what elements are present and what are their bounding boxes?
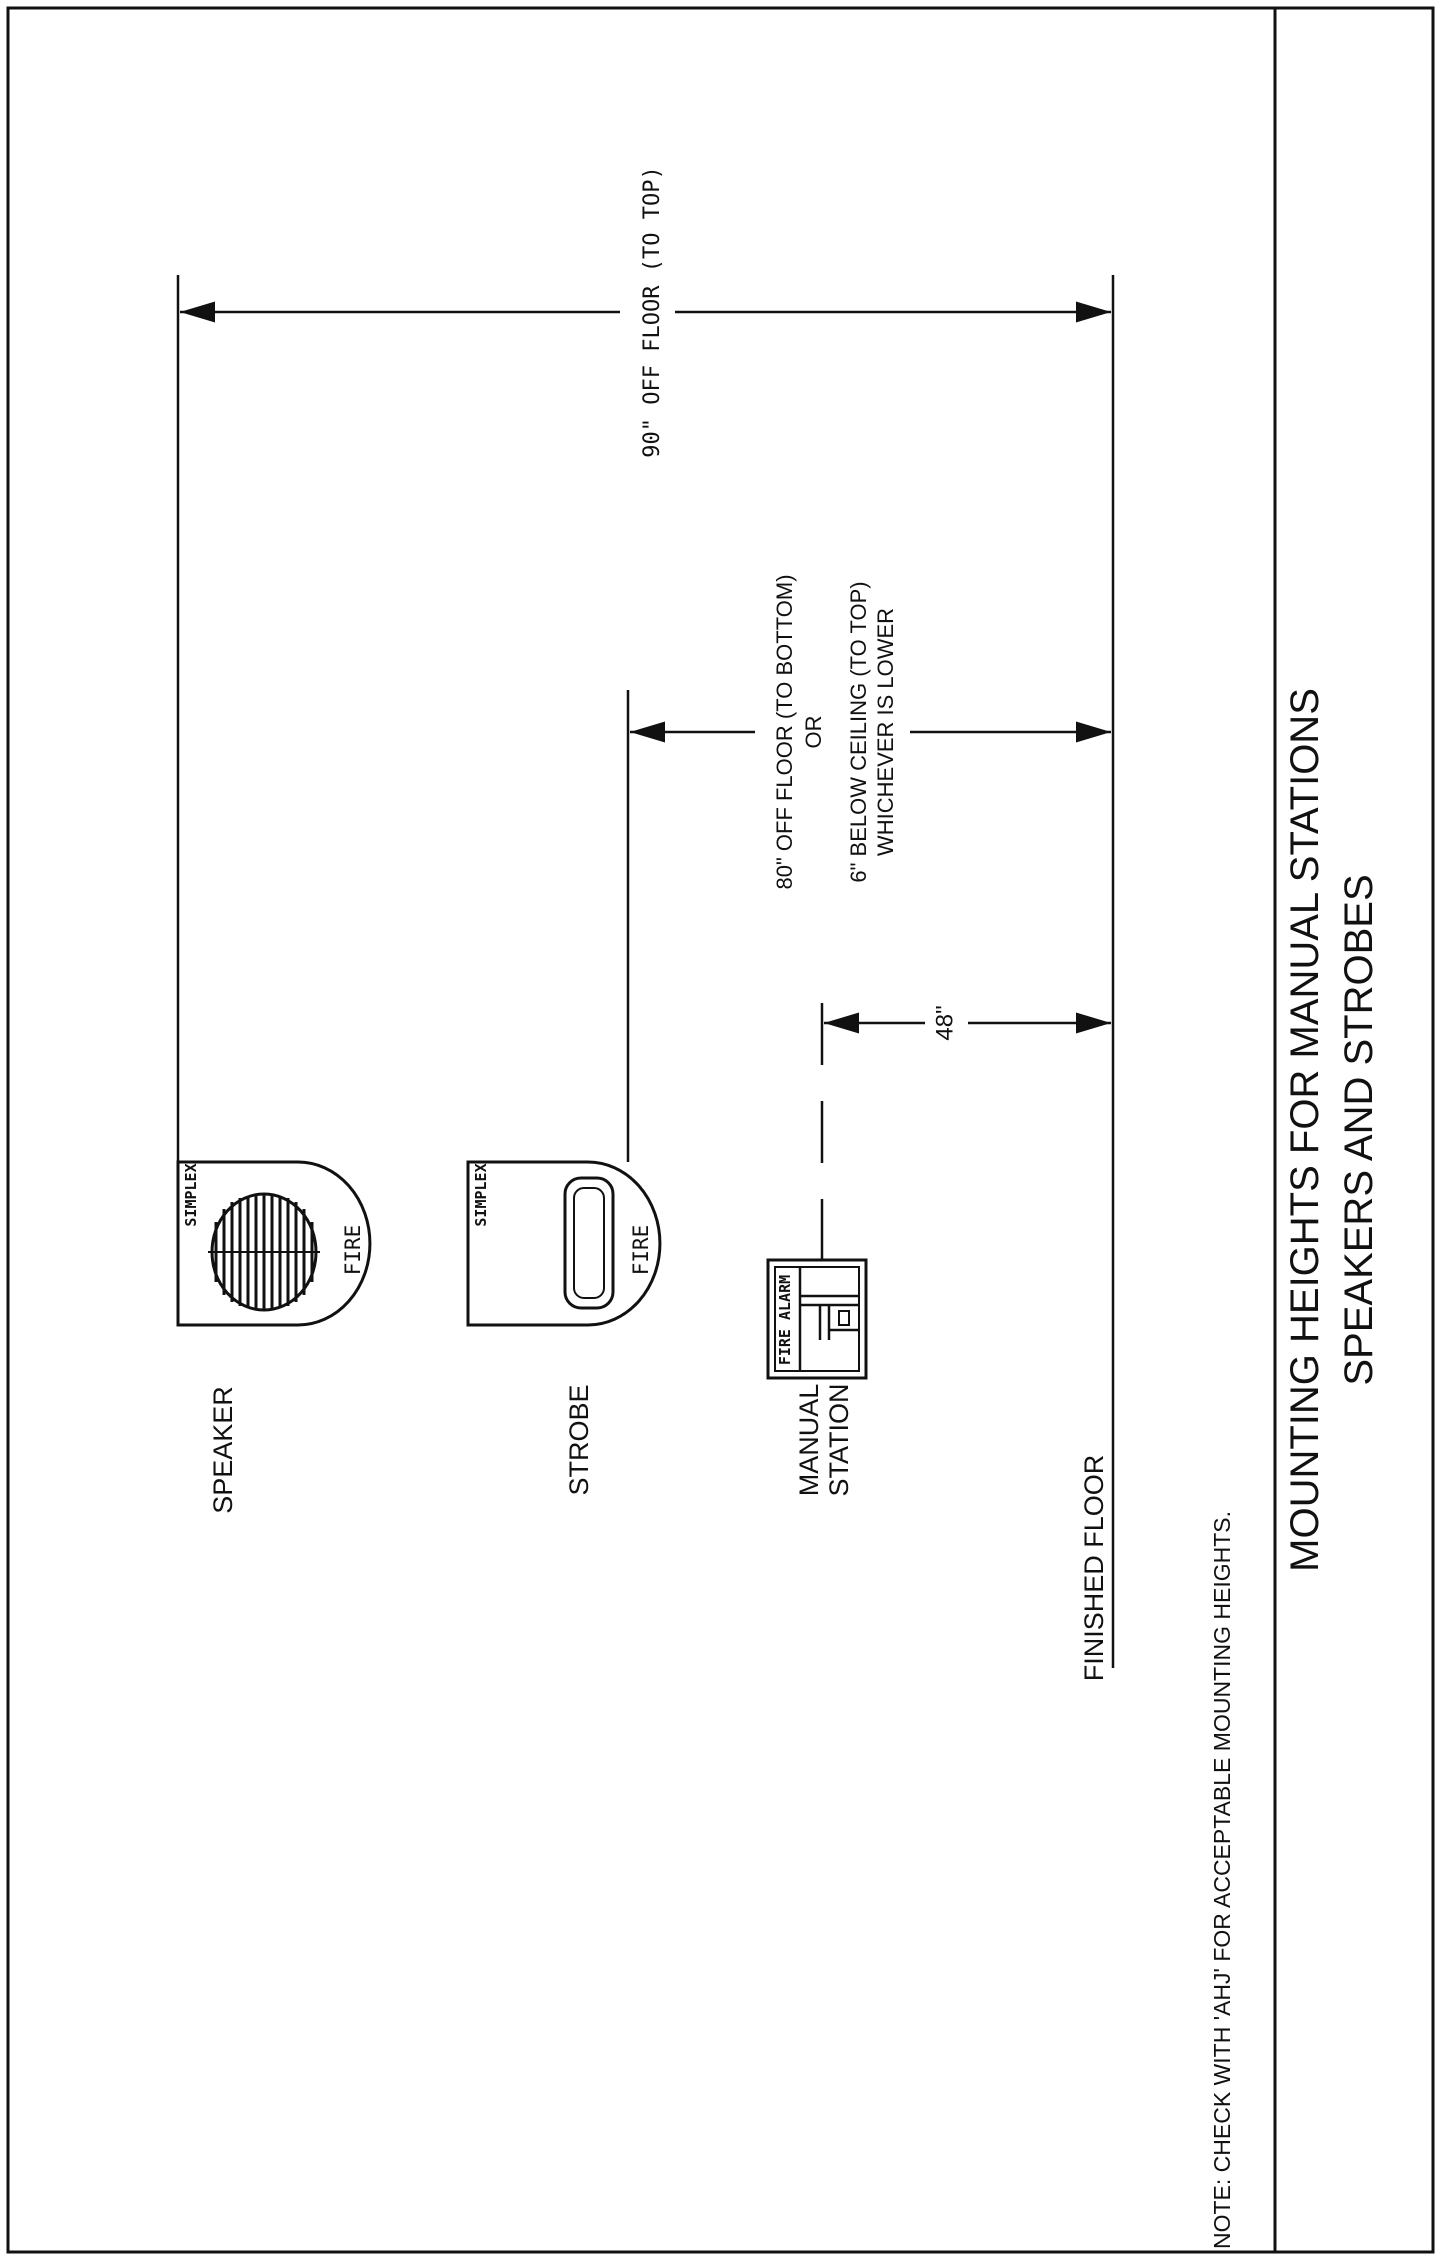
title-line-1: MOUNTING HEIGHTS FOR MANUAL STATIONS: [1283, 688, 1327, 1572]
strobe-dimension-line-1: 80" OFF FLOOR (TO BOTTOM): [772, 574, 797, 889]
label-finished-floor: FINISHED FLOOR: [1079, 1455, 1109, 1682]
speaker-device: SIMPLEX FIRE: [176, 1160, 372, 1327]
strobe-dimension-line-4: WHICHEVER IS LOWER: [873, 608, 898, 856]
label-manual-line-1: MANUAL: [794, 1384, 824, 1497]
title-block: MOUNTING HEIGHTS FOR MANUAL STATIONS SPE…: [1283, 688, 1381, 1572]
label-manual-line-2: STATION: [824, 1384, 854, 1497]
manual-station-fire-alarm-text: FIRE ALARM: [776, 1275, 794, 1365]
strobe-dimension-line-3: 6" BELOW CEILING (TO TOP): [846, 581, 871, 882]
strobe-lens: [563, 1176, 615, 1310]
strobe-fire-text: FIRE: [629, 1225, 653, 1276]
strobe-brand: SIMPLEX: [472, 1163, 490, 1226]
label-speaker: SPEAKER: [208, 1386, 238, 1514]
speaker-brand: SIMPLEX: [182, 1163, 200, 1226]
speaker-fire-text: FIRE: [341, 1225, 365, 1276]
note-text: NOTE: CHECK WITH 'AHJ' FOR ACCEPTABLE MO…: [1209, 1511, 1235, 2249]
manual-dimension-text: 48": [931, 1005, 958, 1040]
speaker-dimension-text: 90" OFF FLOOR (TO TOP): [640, 166, 665, 457]
strobe-dimension-line-2: OR: [801, 716, 826, 749]
label-strobe: STROBE: [564, 1384, 594, 1495]
manual-station-device: FIRE ALARM: [766, 1258, 868, 1380]
strobe-device: SIMPLEX FIRE: [466, 1160, 662, 1327]
title-line-2: SPEAKERS AND STROBES: [1337, 874, 1381, 1385]
sheet-border: [6, 6, 1435, 2254]
